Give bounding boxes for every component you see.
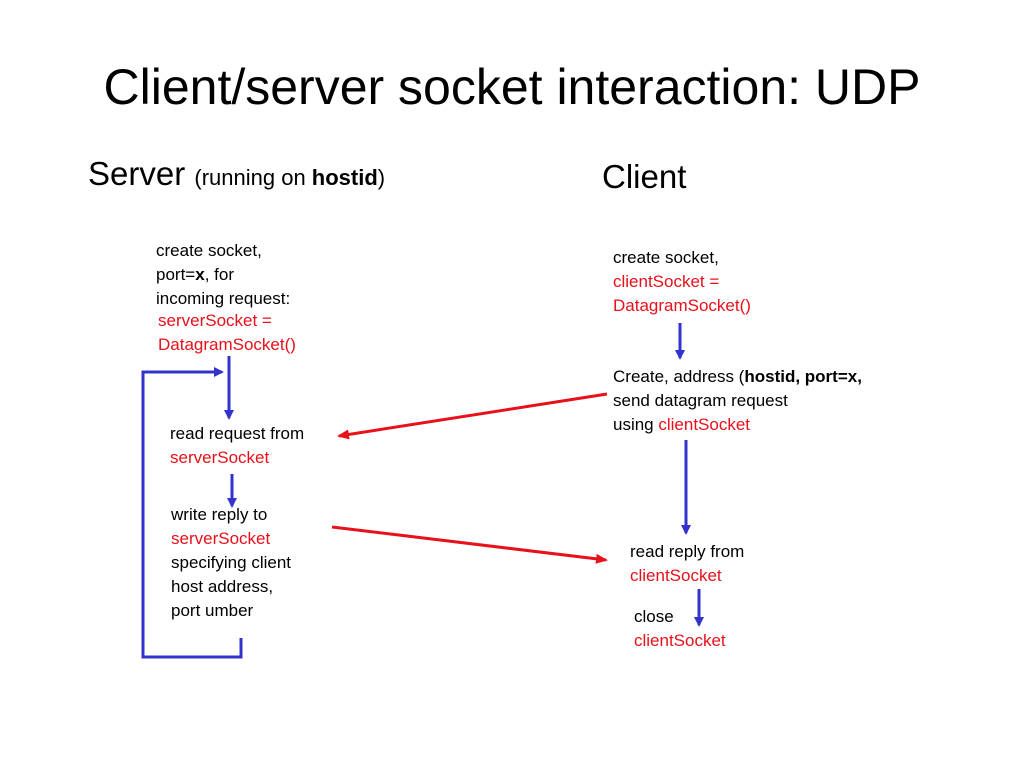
text-line: host address, [171,577,274,596]
text-span: port= [156,265,196,284]
code-line: serverSocket [170,448,270,467]
code-line: clientSocket [634,631,726,650]
server-create-socket-text: create socket, port=x, for incoming requ… [156,239,290,311]
code-line: serverSocket = [158,311,272,330]
code-line: clientSocket [630,566,722,585]
text-line: read request from [170,424,305,443]
page-title: Client/server socket interaction: UDP [103,59,921,115]
client-close-text: close clientSocket [634,605,726,653]
loop-connector [141,367,243,659]
arrow-left-icon [337,392,608,440]
client-create-socket-text: create socket, clientSocket = DatagramSo… [613,246,751,318]
server-note-hostid: hostid [311,165,378,190]
text-span: using [613,415,659,434]
server-header-label: Server [88,155,186,192]
code-line: DatagramSocket() [613,296,751,315]
text-line: close [634,607,674,626]
text-line: create socket, [156,241,262,260]
text-line: write reply to [171,505,268,524]
code-line: serverSocket [171,529,271,548]
server-socket-code: serverSocket = DatagramSocket() [158,309,296,357]
server-host-note: (running on hostid) [194,165,385,190]
text-line: Create, address (hostid, port=x, [613,365,862,389]
text-line: read reply from [630,542,745,561]
client-send-request-text: Create, address (hostid, port=x, send da… [613,365,862,437]
text-line: incoming request: [156,289,291,308]
server-read-request-text: read request from serverSocket [170,422,304,470]
text-line: send datagram request [613,391,788,410]
text-line: port umber [171,601,254,620]
server-header: Server (running on hostid) [88,154,385,198]
code-span: clientSocket [658,415,751,434]
arrow-right-icon [331,525,608,564]
text-line: using clientSocket [613,413,862,437]
text-line: port=x, for [156,263,290,287]
text-span: , for [204,265,234,284]
text-span: Create, address ( [613,367,745,386]
client-read-reply-text: read reply from clientSocket [630,540,744,588]
port-value: x [195,265,205,284]
text-line: create socket, [613,248,719,267]
server-write-reply-text: write reply to serverSocket specifying c… [171,503,291,623]
code-line: clientSocket = [613,272,720,291]
address-params: hostid, port=x, [744,367,862,386]
server-note-open: (running on [194,165,312,190]
code-line: DatagramSocket() [158,335,296,354]
server-note-close: ) [377,165,386,190]
client-header: Client [602,158,687,195]
text-line: specifying client [171,553,292,572]
